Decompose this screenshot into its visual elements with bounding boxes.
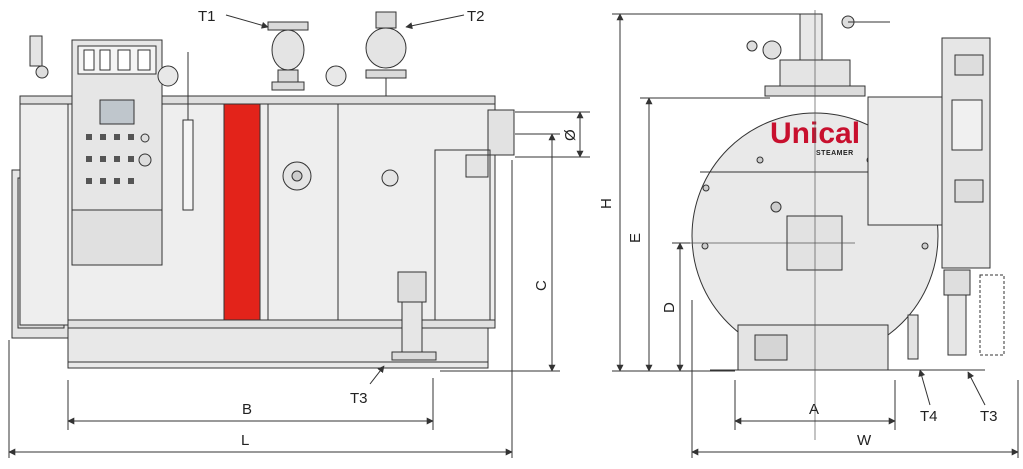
label-dim-d: D	[661, 302, 678, 313]
t2-valve	[365, 27, 407, 69]
outlet-stub	[487, 109, 515, 156]
side-leaders	[225, 14, 465, 385]
label-dim-e: E	[627, 233, 644, 243]
label-t3-side: T3	[350, 390, 368, 407]
side-dimensions	[8, 111, 590, 458]
label-dim-a: A	[809, 401, 819, 418]
gauge-glass	[182, 119, 194, 211]
brand-sub: STEAMER	[816, 150, 854, 157]
label-dim-c: C	[533, 280, 550, 291]
label-dim-h: H	[598, 198, 615, 209]
label-t3-front: T3	[980, 408, 998, 425]
red-band	[223, 103, 261, 321]
feed-pump-motor	[397, 271, 427, 303]
panel-display	[99, 99, 135, 125]
panel-buttons	[86, 134, 134, 184]
label-dim-b: B	[242, 401, 252, 418]
control-cabinet	[941, 37, 991, 269]
center-lines	[680, 10, 855, 440]
label-dim-w: W	[857, 432, 872, 449]
side-view	[11, 11, 515, 369]
front-view	[691, 13, 1005, 371]
front-dimensions	[612, 13, 1019, 458]
label-t1: T1	[198, 8, 216, 25]
front-feed-pump	[947, 294, 967, 356]
label-t4: T4	[920, 408, 938, 425]
feed-pump-body	[401, 301, 423, 353]
label-dim-l: L	[241, 432, 249, 449]
label-dim-phi: Ø	[562, 129, 579, 141]
front-leaders	[918, 369, 986, 406]
label-t2: T2	[467, 8, 485, 25]
t1-valve	[271, 29, 305, 71]
